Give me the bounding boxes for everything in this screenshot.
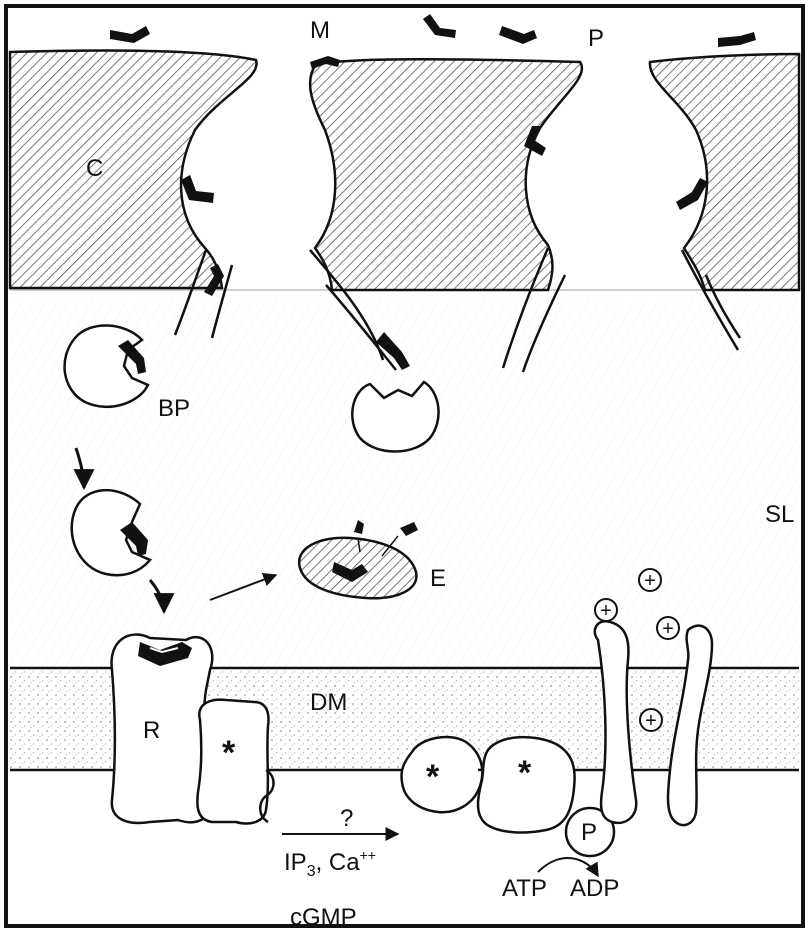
svg-text:+: + bbox=[644, 570, 656, 592]
label-ip3-ca: IP3, Ca++ bbox=[284, 847, 376, 880]
label-adp: ADP bbox=[570, 875, 619, 902]
odorant-molecule bbox=[110, 26, 150, 43]
label-pore: P bbox=[588, 25, 604, 52]
cation: + bbox=[657, 617, 679, 640]
odorant-molecule bbox=[499, 26, 537, 44]
label-cgmp: cGMP bbox=[290, 904, 357, 931]
label-receptor: R bbox=[143, 717, 160, 744]
svg-text:+: + bbox=[600, 600, 612, 622]
label-mucus: M bbox=[310, 17, 330, 44]
cuticle-left-block bbox=[10, 50, 257, 288]
label-enzyme: E bbox=[430, 565, 446, 592]
activated-marker-2: * bbox=[426, 758, 440, 796]
label-unknown-pathway: ? bbox=[340, 805, 353, 832]
cation: + bbox=[640, 709, 662, 732]
svg-text:+: + bbox=[645, 710, 657, 732]
label-sensillum-lymph: SL bbox=[765, 501, 794, 528]
cuticle bbox=[10, 50, 799, 290]
label-dendritic-membrane: DM bbox=[310, 689, 347, 716]
activated-marker-3: * bbox=[518, 754, 532, 792]
svg-text:+: + bbox=[662, 618, 674, 640]
g-protein-activated-2 bbox=[401, 737, 482, 812]
cuticle-right-block bbox=[650, 54, 799, 290]
activated-marker-1: * bbox=[222, 734, 236, 772]
arrow-atp-adp bbox=[538, 858, 598, 876]
label-atp: ATP bbox=[502, 875, 547, 902]
odorant-molecule bbox=[181, 175, 214, 203]
label-binding-protein: BP bbox=[158, 395, 190, 422]
binding-protein-empty bbox=[352, 382, 438, 452]
odorant-molecule bbox=[423, 14, 456, 38]
cation: + bbox=[595, 599, 617, 622]
label-cuticle: C bbox=[86, 155, 103, 182]
odorant-molecule bbox=[718, 32, 756, 47]
label-phosphate: P bbox=[581, 819, 597, 846]
cuticle-center-block bbox=[310, 59, 582, 290]
cation: + bbox=[639, 569, 661, 592]
